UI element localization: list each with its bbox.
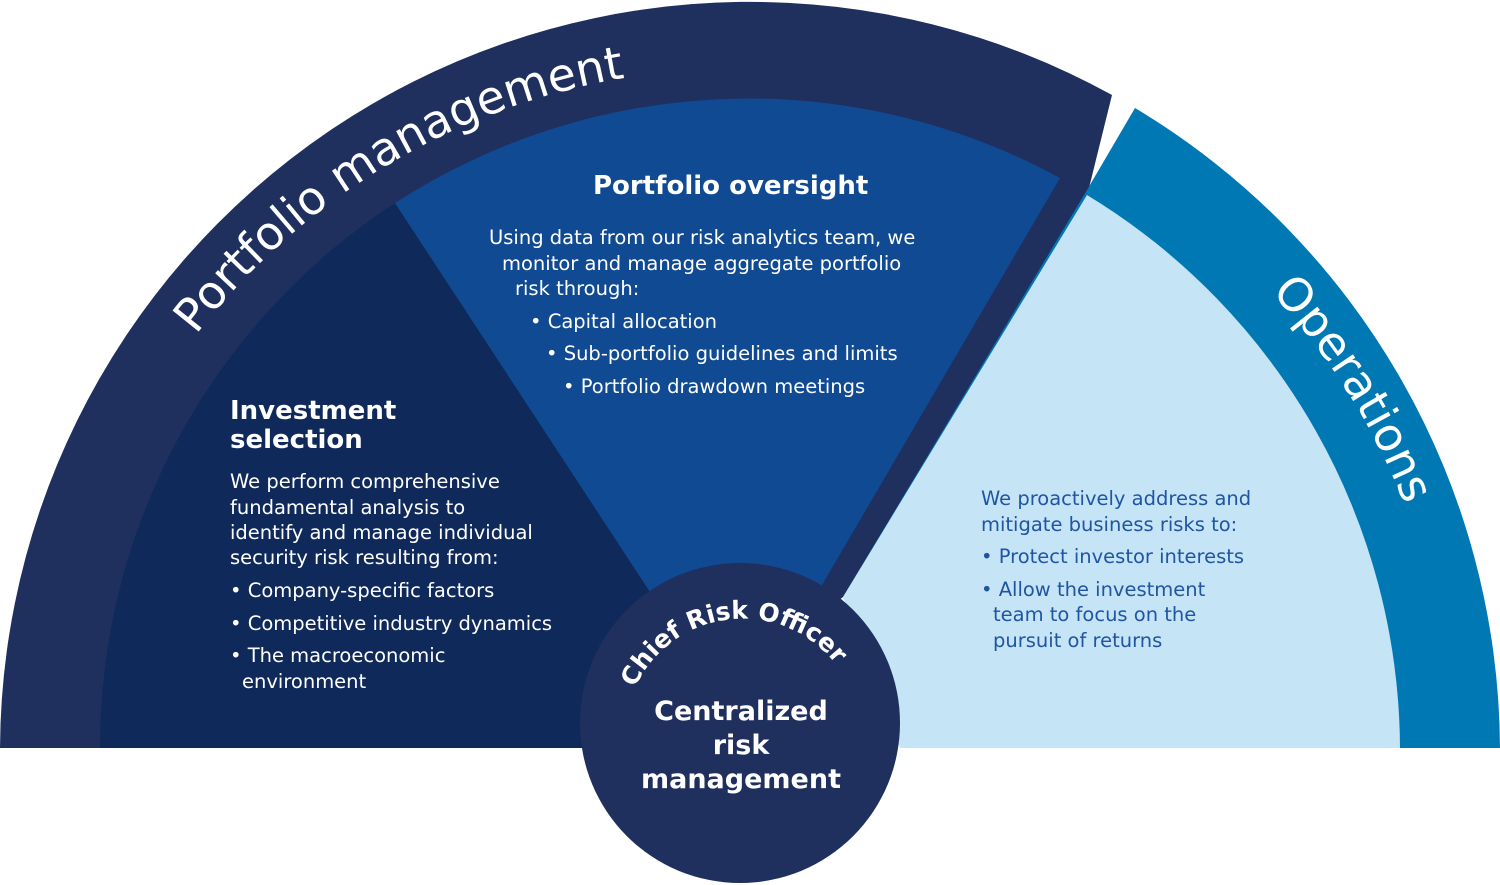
operations-segment: [843, 195, 1400, 748]
investment-selection-intro-3: identify and manage individual: [230, 521, 533, 544]
investment-selection-title-1: Investment: [230, 396, 396, 426]
hub-center-line-1: Centralized: [654, 696, 828, 727]
investment-selection-bullet-1: • Company-specific factors: [230, 579, 494, 602]
operations-bullet-1: • Protect investor interests: [981, 545, 1244, 568]
operations-intro-2: mitigate business risks to:: [981, 513, 1237, 536]
portfolio-oversight-bullet-2: • Sub-portfolio guidelines and limits: [546, 342, 898, 365]
portfolio-oversight-segment: [395, 98, 1060, 592]
investment-selection-segment: [99, 203, 650, 748]
centralized-risk-hub: [580, 563, 900, 883]
investment-selection-intro-2: fundamental analysis to: [230, 496, 465, 519]
portfolio-oversight-intro-2: monitor and manage aggregate portfolio: [502, 252, 901, 275]
operations-bullet-2: • Allow the investment: [981, 578, 1206, 601]
operations-intro-1: We proactively address and: [981, 487, 1251, 510]
hub-center-line-2: risk: [713, 730, 771, 761]
portfolio-oversight-intro-1: Using data from our risk analytics team,…: [489, 226, 915, 249]
investment-selection-intro-4: security risk resulting from:: [230, 546, 499, 569]
operations-bullet-2-cont-1: team to focus on the: [993, 603, 1196, 626]
portfolio-oversight-bullet-1: • Capital allocation: [530, 310, 717, 333]
operations-bullet-2-cont-2: pursuit of returns: [993, 629, 1162, 652]
investment-selection-bullet-3: • The macroeconomic: [230, 644, 445, 667]
investment-selection-intro-1: We perform comprehensive: [230, 470, 500, 493]
investment-selection-bullet-3-cont: environment: [242, 670, 367, 693]
portfolio-oversight-intro-3: risk through:: [515, 277, 639, 300]
portfolio-oversight-title: Portfolio oversight: [593, 171, 868, 201]
portfolio-oversight-bullet-3: • Portfolio drawdown meetings: [563, 375, 865, 398]
investment-selection-title-2: selection: [230, 425, 363, 455]
investment-selection-bullet-2: • Competitive industry dynamics: [230, 612, 552, 635]
hub-center-line-3: management: [641, 764, 841, 795]
